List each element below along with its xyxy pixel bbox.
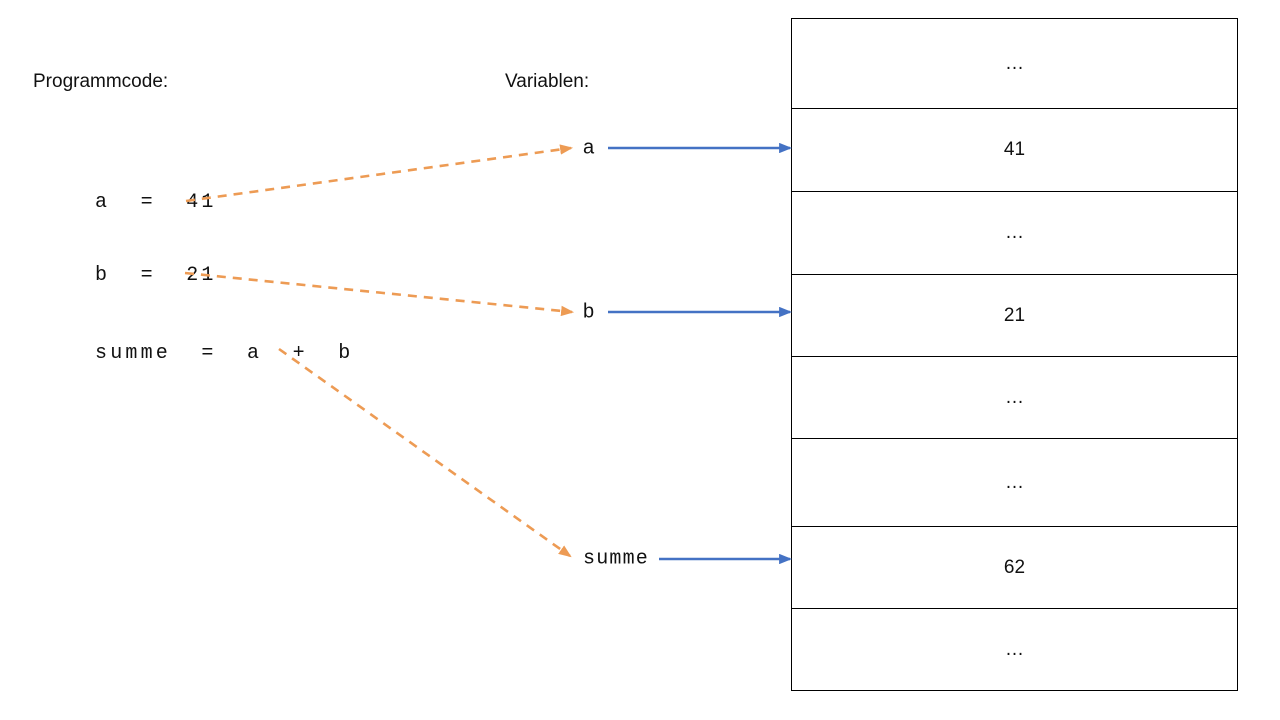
code-line-assign-summe: summe = a + b — [95, 342, 354, 365]
memory-cell-3: 21 — [791, 274, 1238, 357]
orange-arrow-code-a-to-var-a — [185, 144, 574, 203]
table-row: … — [791, 608, 1238, 691]
memory-cell-4: … — [791, 356, 1238, 439]
table-row: … — [791, 18, 1238, 109]
table-row: 62 — [791, 526, 1238, 609]
memory-cell-2: … — [791, 191, 1238, 275]
code-line-assign-b: b = 21 — [95, 264, 217, 287]
programmcode-heading: Programmcode: — [33, 71, 169, 92]
variable-label-b: b — [583, 300, 595, 323]
table-row: … — [791, 356, 1238, 439]
table-row: 41 — [791, 108, 1238, 192]
code-line-assign-a: a = 41 — [95, 191, 217, 214]
memory-cell-7: … — [791, 608, 1238, 691]
memory-cell-1: 41 — [791, 108, 1238, 192]
table-row: … — [791, 191, 1238, 275]
variable-label-summe: summe — [583, 547, 650, 571]
variable-label-a: a — [583, 136, 595, 159]
memory-cell-5: … — [791, 438, 1238, 527]
memory-cell-6: 62 — [791, 526, 1238, 609]
memory-table: … 41 … 21 … … 62 … — [791, 18, 1238, 691]
memory-cell-0: … — [791, 18, 1238, 109]
orange-arrow-code-b-to-var-b — [184, 271, 575, 317]
table-row: 21 — [791, 274, 1238, 357]
table-row: … — [791, 438, 1238, 527]
variablen-heading: Variablen: — [505, 71, 590, 92]
orange-arrow-code-summe-to-var-summe — [278, 347, 572, 558]
